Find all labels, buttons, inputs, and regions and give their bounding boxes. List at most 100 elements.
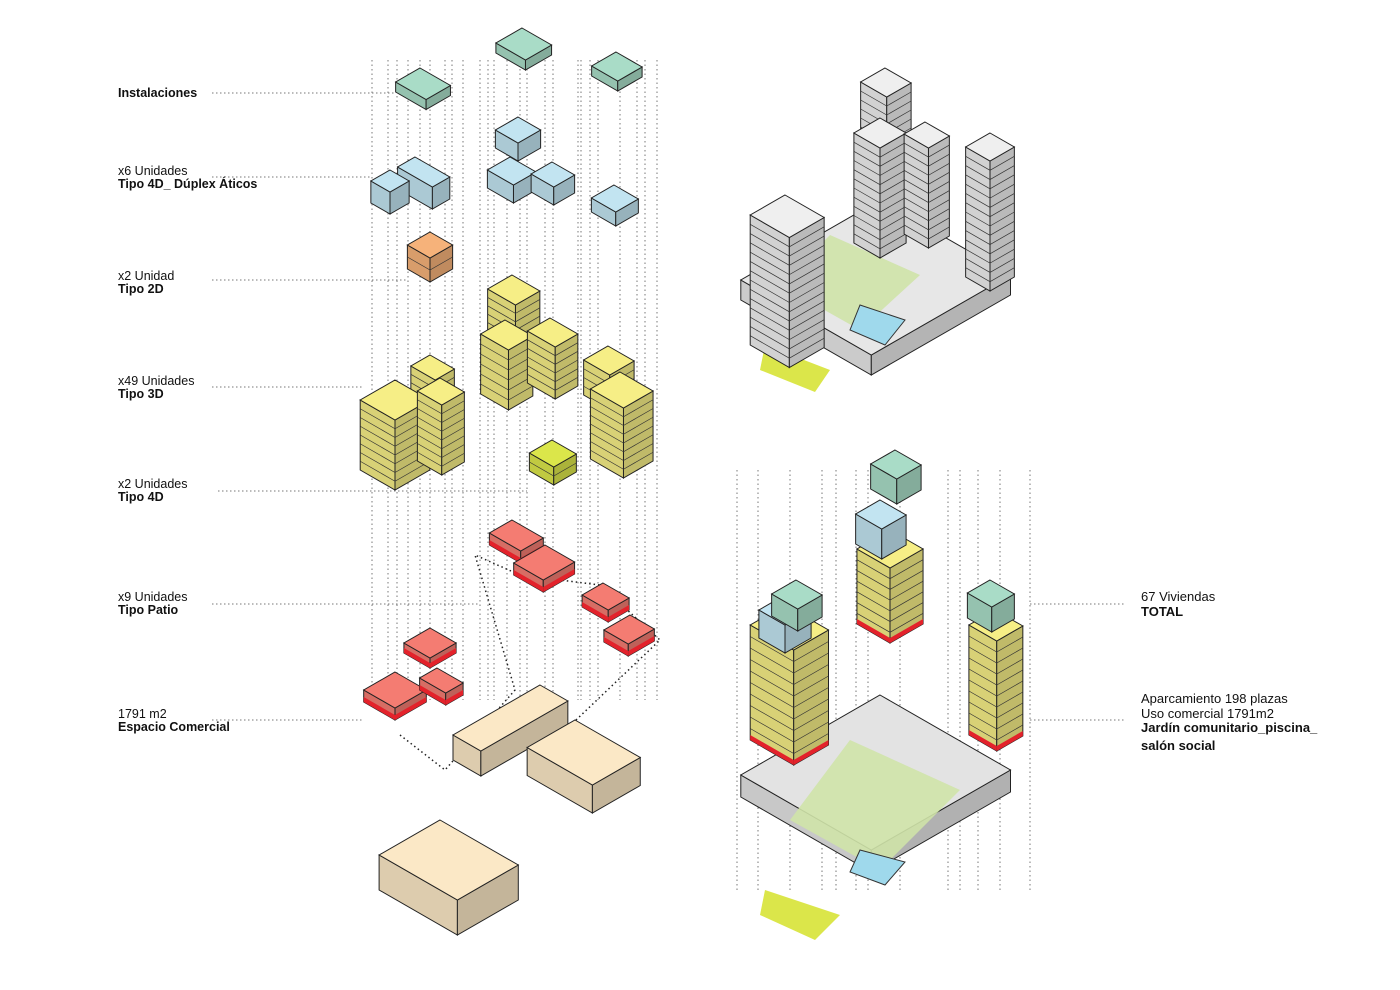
block-base-strip — [430, 648, 457, 668]
block-top — [378, 819, 520, 901]
block-base-strip — [608, 605, 630, 622]
tipo-patio-block-1 — [402, 627, 458, 669]
floor-line — [529, 461, 577, 477]
label-instalaciones: Instalaciones — [118, 87, 197, 100]
block-top — [859, 67, 913, 98]
floor-line — [527, 374, 579, 391]
floor-line — [968, 646, 1024, 664]
tower-bottom-3-instalaciones — [966, 579, 1016, 633]
tower-bottom-3 — [967, 609, 1024, 752]
instalaciones-block-3 — [590, 51, 644, 92]
total-count: 67 Viviendas — [1141, 589, 1216, 604]
lawn-bottom — [760, 890, 840, 940]
floor-line — [750, 705, 829, 731]
block-top — [394, 67, 452, 101]
tipo-3d-block-5 — [479, 319, 534, 411]
block-top — [528, 439, 578, 468]
floor-line — [750, 251, 825, 276]
floor-line — [968, 690, 1024, 708]
floor-line — [968, 679, 1024, 697]
floor-line — [480, 353, 534, 371]
block-top — [602, 614, 656, 645]
floor-line — [750, 682, 829, 708]
block-top — [530, 161, 576, 188]
floor-line — [856, 612, 924, 633]
floor-line — [853, 233, 907, 250]
block-top — [581, 582, 631, 611]
block-base-strip — [750, 735, 794, 765]
floor-line — [750, 636, 829, 662]
block-top — [362, 671, 428, 709]
floor-line — [590, 414, 654, 435]
floor-line — [965, 193, 1015, 208]
floor-line — [750, 242, 825, 266]
floor-line — [750, 326, 825, 350]
tipo-patio-block-5 — [512, 544, 576, 593]
label-count: x9 Unidades — [118, 590, 188, 604]
label-count: x2 Unidad — [118, 269, 175, 283]
floor-line — [750, 335, 825, 359]
floor-line — [968, 701, 1024, 719]
floor-line — [860, 90, 912, 107]
floor-line — [527, 356, 579, 374]
block-top — [479, 319, 534, 351]
instalaciones-block-1 — [394, 67, 452, 111]
floor-line — [527, 365, 579, 383]
floor-line — [527, 348, 579, 365]
floor-line — [903, 197, 950, 213]
floor-line — [417, 416, 465, 432]
summary-garden: Jardín comunitario_piscina_ — [1141, 720, 1318, 735]
label-title: Instalaciones — [118, 86, 198, 100]
floor-line — [856, 570, 924, 590]
block-base-strip — [582, 602, 609, 622]
block-base-strip — [445, 690, 464, 705]
garden-area-bottom — [790, 740, 960, 870]
floor-line — [853, 178, 907, 195]
footprint-outline — [399, 553, 662, 772]
tipo-3d-block-6 — [526, 317, 579, 400]
floor-line — [750, 307, 825, 331]
floor-line — [590, 406, 654, 426]
tipo-patio-block-2 — [362, 671, 428, 721]
block-top — [852, 117, 908, 149]
floor-line — [750, 261, 825, 285]
floor-line — [965, 183, 1015, 199]
floor-line — [965, 202, 1015, 218]
floor-line — [968, 723, 1024, 741]
floor-line — [750, 298, 825, 322]
tower-bottom-2-instalaciones — [770, 579, 824, 632]
tipo-3d-block-8 — [589, 371, 655, 479]
floor-line — [417, 451, 465, 467]
block-top — [526, 317, 579, 348]
block-top — [964, 132, 1016, 162]
floor-line — [590, 432, 654, 453]
instalaciones-block-2 — [494, 27, 553, 71]
tipo-patio-block-3 — [418, 667, 465, 706]
summary-parking: Aparcamiento 198 plazas — [1141, 691, 1288, 706]
duplex-block-3 — [494, 116, 542, 162]
duplex-block-6 — [590, 184, 640, 227]
floor-line — [750, 716, 829, 743]
floor-line — [965, 165, 1015, 180]
block-top — [966, 579, 1016, 608]
label-title: Tipo 4D — [118, 490, 164, 504]
pool-bottom — [849, 849, 906, 886]
block-base-strip — [603, 637, 629, 656]
total-title: TOTAL — [1141, 603, 1184, 619]
block-base-strip — [363, 697, 395, 720]
block-top — [854, 499, 908, 530]
floor-line — [487, 297, 541, 314]
floor-line — [968, 668, 1024, 686]
tipo-4d-block — [528, 439, 578, 486]
tower-top-4 — [964, 132, 1016, 292]
block-base-strip — [968, 730, 997, 751]
tipo-patio-block-7 — [602, 614, 656, 657]
tipo-2d-block — [406, 231, 454, 283]
block-top — [770, 579, 824, 610]
